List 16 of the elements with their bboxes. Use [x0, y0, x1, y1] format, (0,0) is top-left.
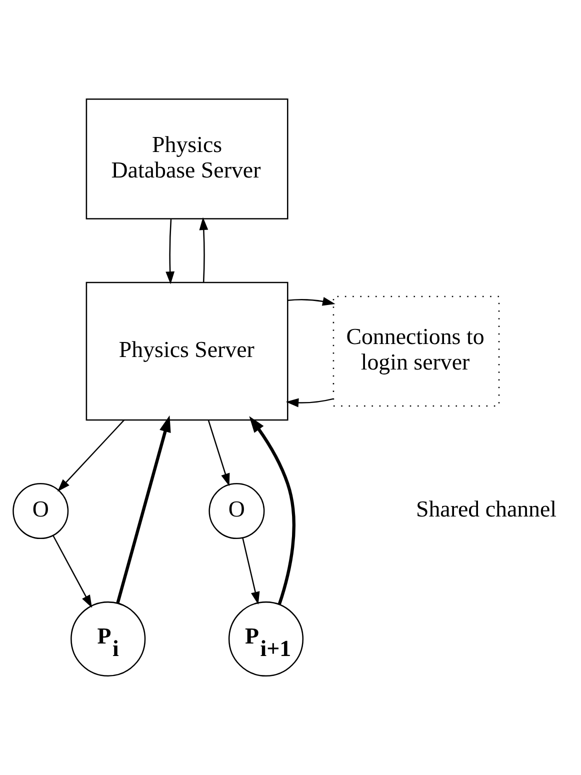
label: Shared channel — [416, 496, 557, 522]
node-circle: O — [208, 483, 265, 540]
arrow — [57, 420, 125, 492]
arrow — [288, 297, 336, 306]
node-box: Physics Server — [86, 282, 288, 421]
node-circle: O — [12, 483, 69, 540]
arrow — [166, 219, 175, 284]
arrow — [249, 416, 296, 605]
arrow — [199, 217, 208, 282]
arrow — [208, 420, 230, 486]
node-box: Connections to login server — [332, 296, 500, 407]
node-box: Physics Database Server — [86, 98, 288, 220]
arrow — [116, 415, 171, 604]
arrow — [242, 538, 260, 605]
arrow — [52, 536, 92, 608]
arrow — [286, 398, 334, 408]
